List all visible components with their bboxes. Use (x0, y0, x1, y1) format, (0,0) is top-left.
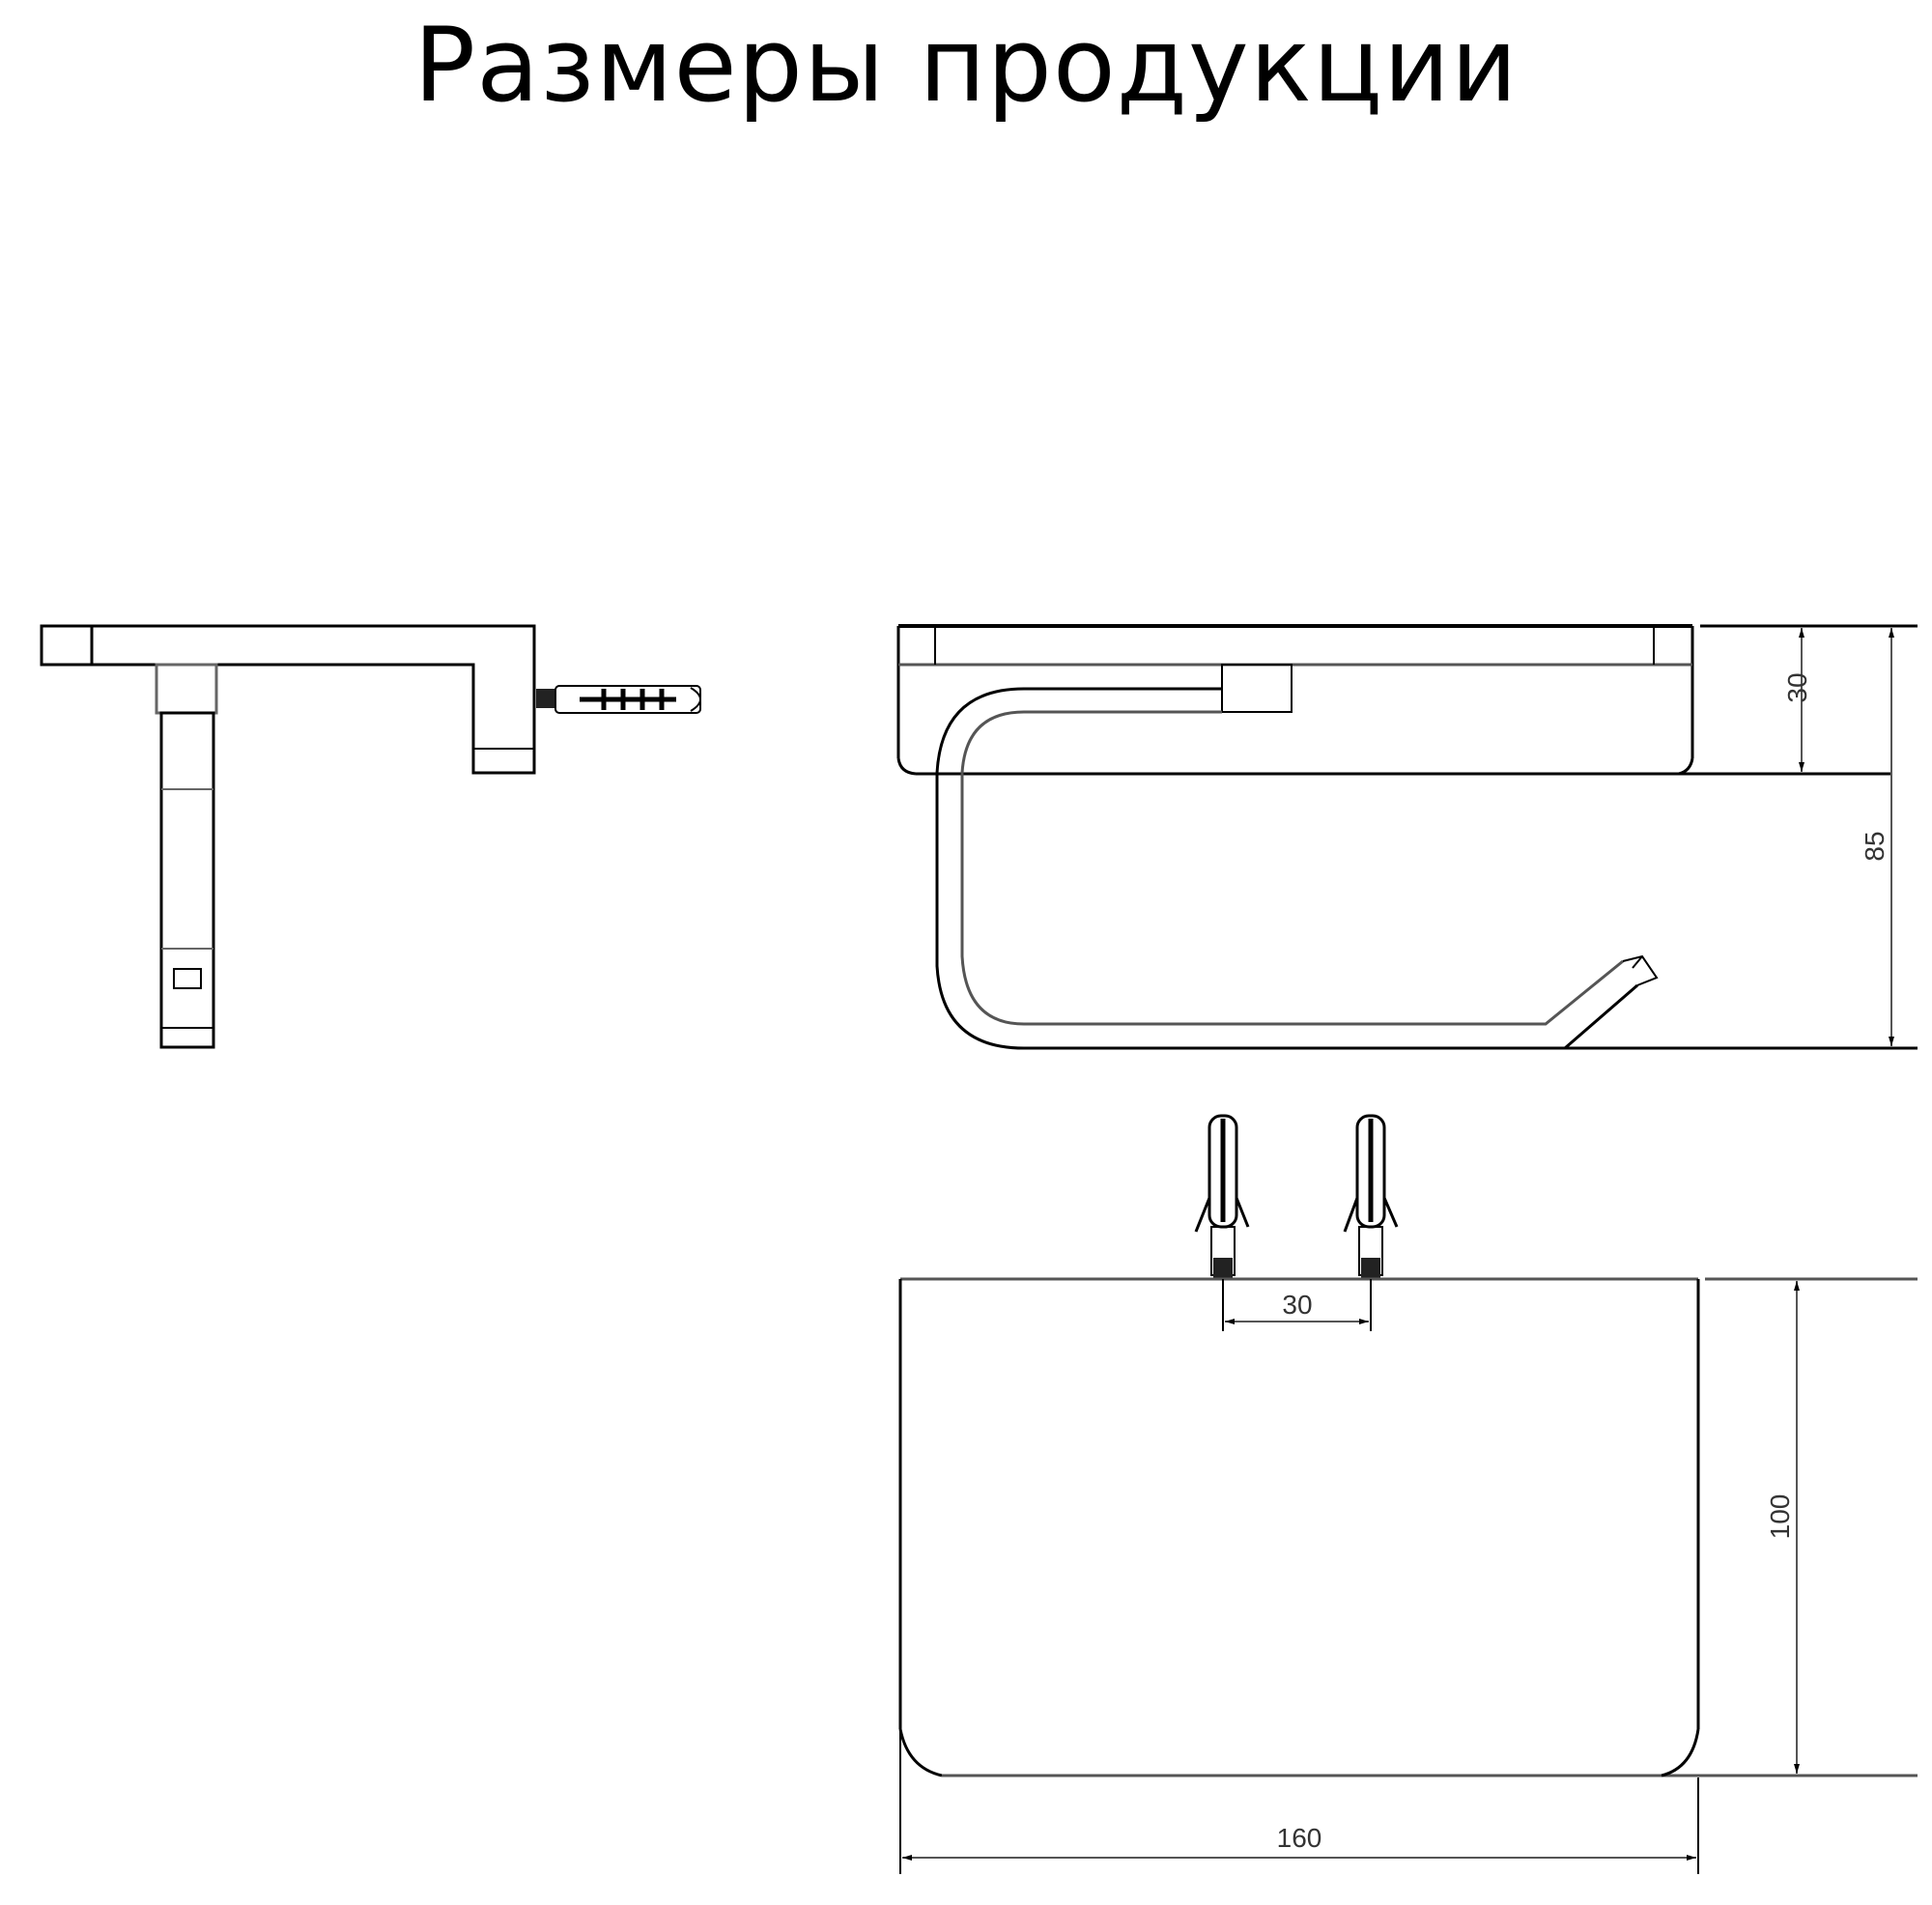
dimension-total-height: 85 (1860, 831, 1889, 861)
side-view (40, 624, 701, 1049)
dimension-depth: 100 (1765, 1494, 1795, 1540)
page-title: Размеры продукции (413, 6, 1519, 125)
dimension-width: 160 (1277, 1823, 1322, 1853)
front-view (896, 624, 1918, 1050)
wall-plug-icon (1343, 1114, 1399, 1279)
wall-plug-icon (536, 685, 701, 714)
dimension-base-depth: 30 (1782, 672, 1812, 702)
top-view (898, 1114, 1918, 1874)
dimension-hole-spacing: 30 (1282, 1290, 1312, 1320)
wall-plug-icon (1194, 1114, 1250, 1279)
